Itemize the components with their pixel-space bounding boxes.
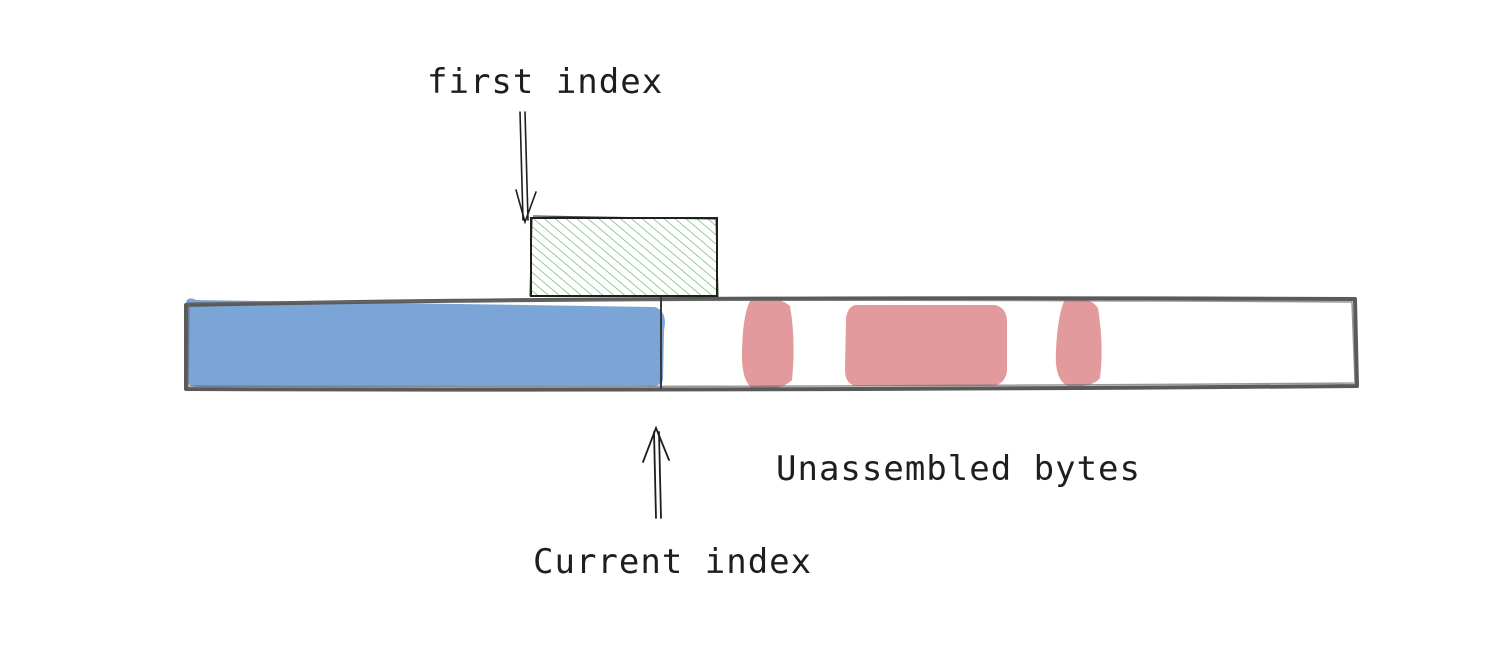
unassembled-bytes-label: Unassembled bytes <box>776 449 1141 489</box>
unassembled-chunk-2 <box>845 305 1008 386</box>
incoming-segment <box>530 217 718 297</box>
unassembled-chunk-3 <box>1055 297 1102 387</box>
assembled-bytes-segment <box>184 298 665 387</box>
current-index-label: Current index <box>533 542 812 582</box>
current-index-arrow <box>642 425 670 519</box>
first-index-arrow <box>515 111 537 225</box>
first-index-label: first index <box>427 62 663 102</box>
unassembled-chunk-1 <box>741 297 794 389</box>
